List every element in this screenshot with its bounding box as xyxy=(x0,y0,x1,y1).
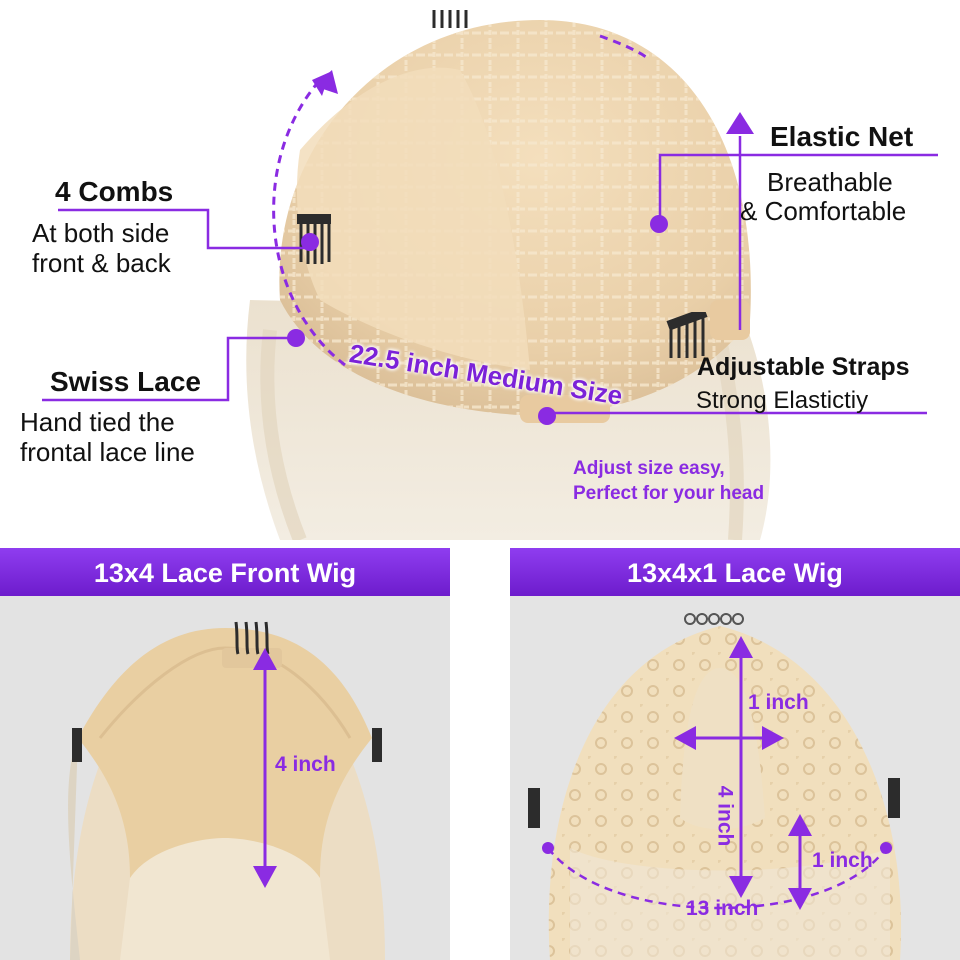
comb-icon xyxy=(684,613,744,625)
straps-line-1: Strong Elastictiy xyxy=(696,387,869,414)
callout-dot-icon xyxy=(287,329,305,347)
elastic-net-title: Elastic Net xyxy=(770,121,914,152)
panel-lace-front: 13x4 Lace Front Wig 4 inch xyxy=(0,548,450,960)
swiss-lace-line-2: frontal lace line xyxy=(20,437,195,467)
arrow-icon xyxy=(729,636,753,898)
arrow-icon xyxy=(253,648,277,888)
combs-line-2: front & back xyxy=(32,248,171,278)
adjust-note-line-2: Perfect for your head xyxy=(573,483,765,504)
comb-icon xyxy=(666,312,708,358)
callout-dot-icon xyxy=(301,233,319,251)
top-photo-area: 22.5 inch Medium Size 4 Combs At both si… xyxy=(20,10,938,540)
side-label: 1 inch xyxy=(812,849,873,872)
elastic-net-line-1: Breathable xyxy=(767,167,893,197)
comb-icon xyxy=(432,10,468,28)
callout-connectors xyxy=(42,112,938,425)
panel-lace-wig: 13x4x1 Lace Wig xyxy=(510,548,960,960)
adjust-note-line-1: Adjust size easy, xyxy=(573,458,725,479)
wig-cap-illustration xyxy=(246,20,771,540)
lace-front-height-label: 4 inch xyxy=(275,753,336,776)
lace-front-cap-illustration xyxy=(0,596,450,960)
front-width-label: 13 inch xyxy=(686,897,759,920)
combs-title: 4 Combs xyxy=(55,176,174,207)
combs-line-1: At both side xyxy=(32,218,170,248)
callout-dot-icon xyxy=(650,215,668,233)
arrow-icon xyxy=(314,70,338,94)
comb-icon xyxy=(234,621,270,655)
straps-title: Adjustable Straps xyxy=(697,353,910,381)
panel-lace-wig-title: 13x4x1 Lace Wig xyxy=(510,548,960,596)
swiss-lace-line-1: Hand tied the xyxy=(20,407,175,437)
arrow-icon xyxy=(788,814,812,910)
part-width-label: 1 inch xyxy=(748,691,809,714)
callout-dot-icon xyxy=(538,407,556,425)
elastic-net-line-2: & Comfortable xyxy=(740,196,907,226)
swiss-lace-title: Swiss Lace xyxy=(50,366,201,397)
panel-lace-front-title: 13x4 Lace Front Wig xyxy=(0,548,450,596)
part-height-label: 4 inch xyxy=(713,785,737,847)
arrow-icon xyxy=(674,726,784,750)
lace-wig-cap-illustration xyxy=(510,596,960,960)
